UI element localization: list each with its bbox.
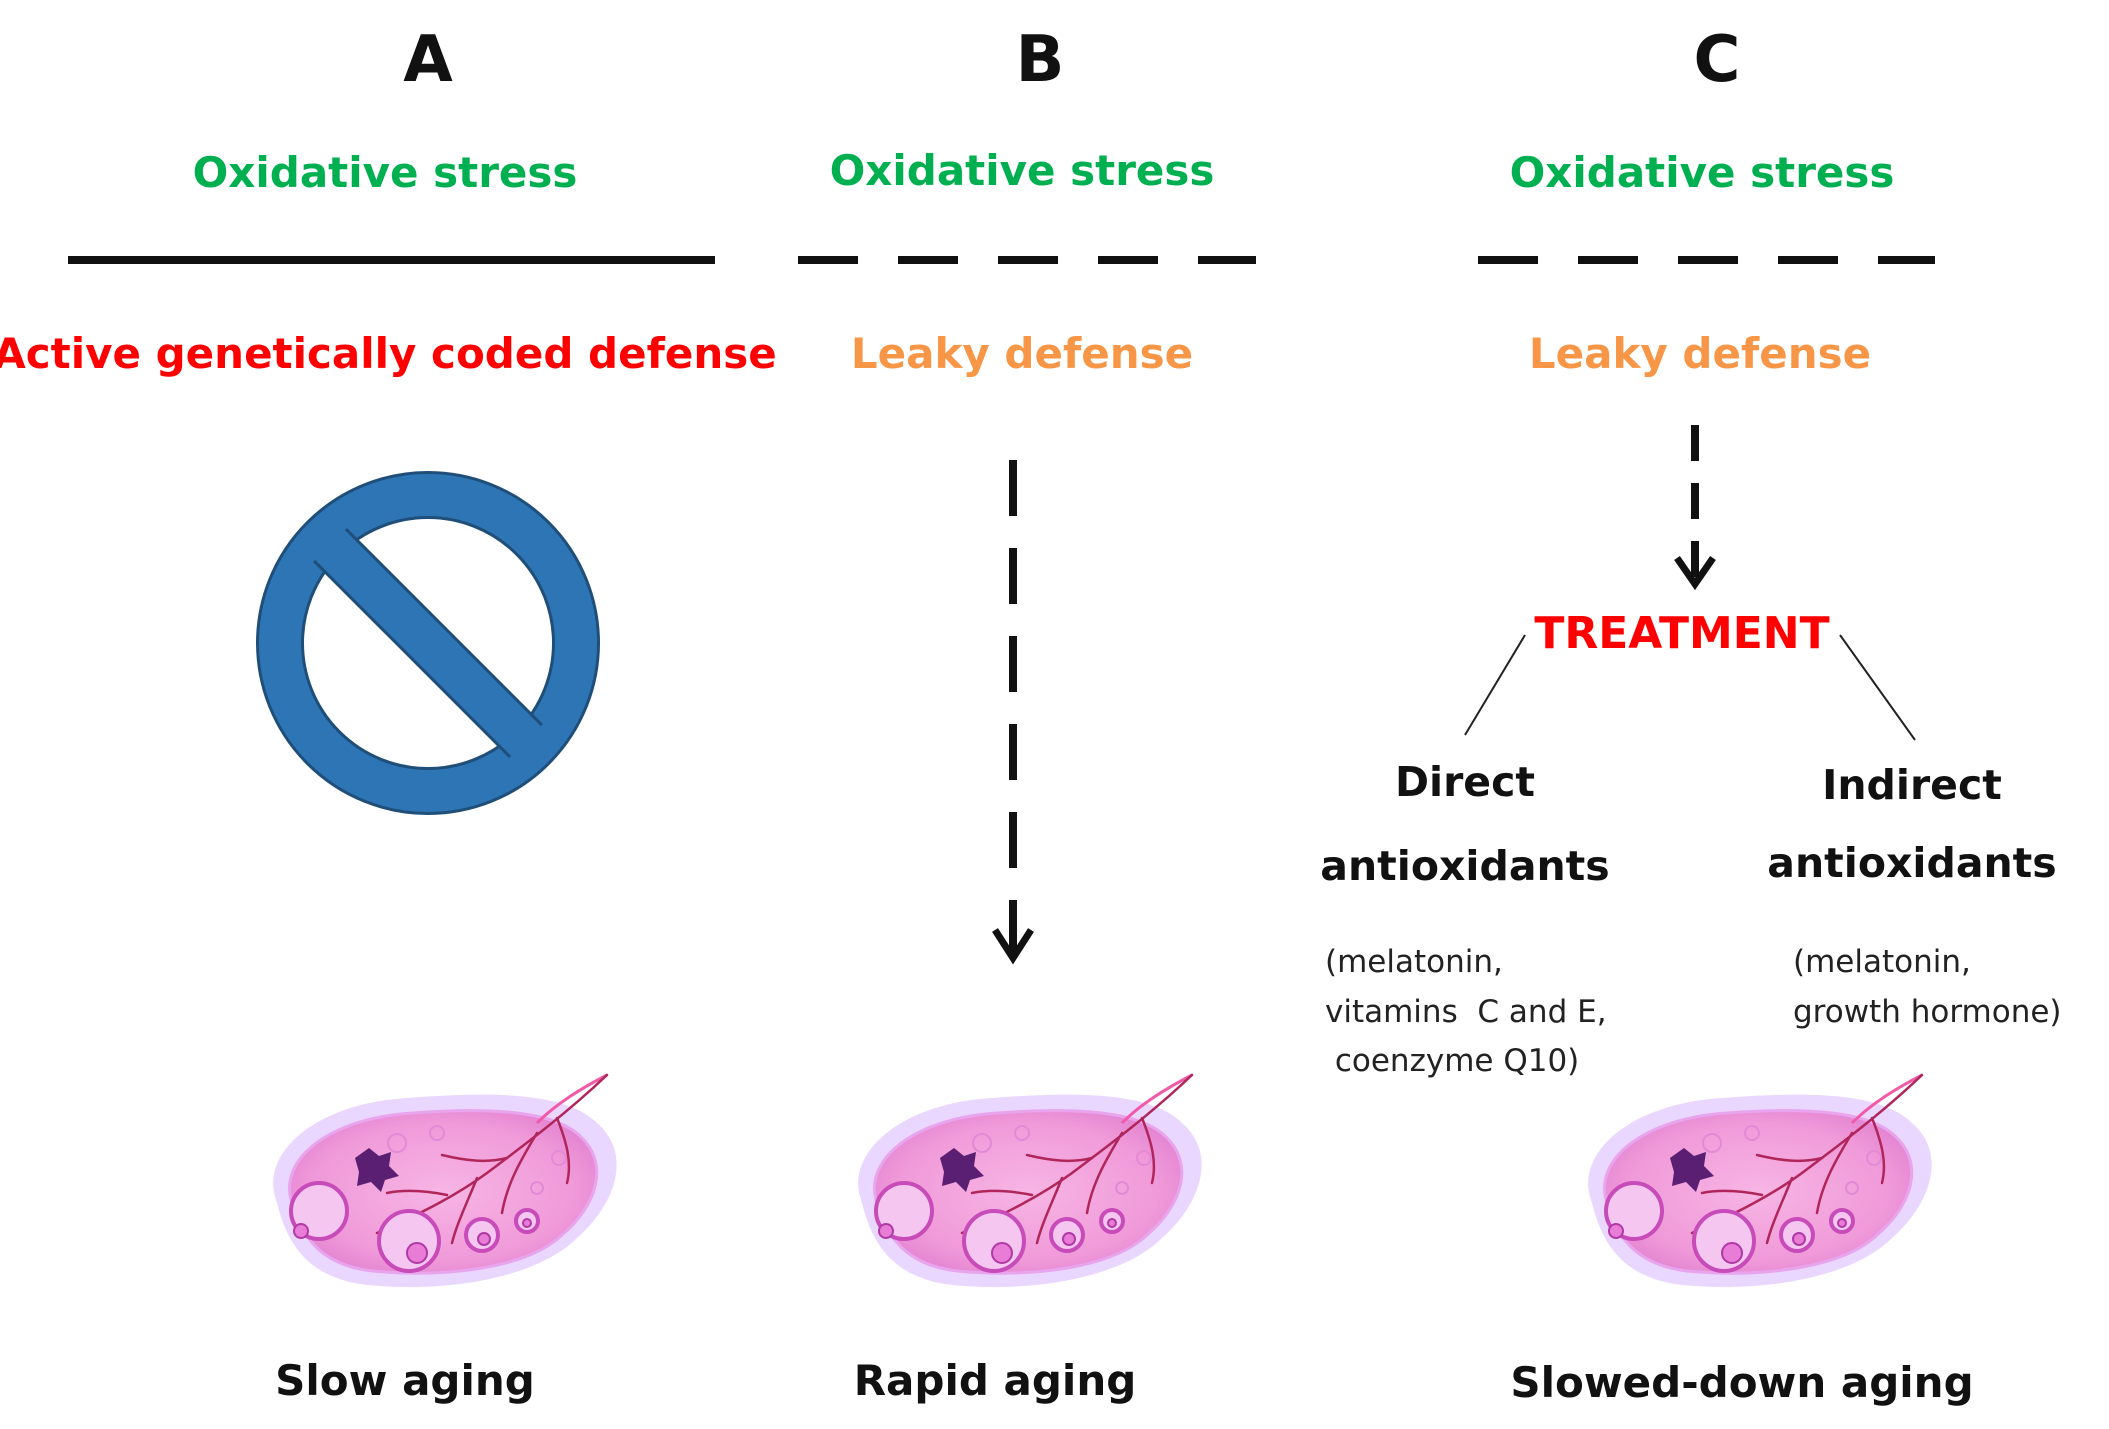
leaky-defense-label-b: Leaky defense	[850, 329, 1194, 378]
branch-line-direct	[1464, 634, 1526, 736]
panel-letter-c: C	[1693, 23, 1741, 97]
ovary-illustration-icon	[856, 1073, 1204, 1290]
panel-letter-b: B	[1015, 23, 1065, 97]
oxidative-stress-label-a: Oxidative stress	[192, 148, 578, 197]
panel-letter-a: A	[403, 23, 453, 97]
direct-antioxidants-examples: (melatonin, vitamins C and E, coenzyme Q…	[1325, 944, 1607, 1080]
oxidative-stress-label-b: Oxidative stress	[829, 146, 1215, 195]
treatment-label: TREATMENT	[1534, 608, 1830, 659]
oxidative-stress-label-c: Oxidative stress	[1509, 148, 1895, 197]
indirect-antioxidants-line1: Indirect	[1822, 761, 2002, 809]
outcome-slowed-down-aging: Slowed-down aging	[1510, 1358, 1974, 1407]
direct-antioxidants-line1: Direct	[1394, 758, 1536, 806]
dashed-arrow-c	[1674, 425, 1716, 591]
direct-antioxidants-line2: antioxidants	[1320, 842, 1610, 890]
outcome-rapid-aging: Rapid aging	[853, 1356, 1137, 1405]
ovary-illustration-icon	[271, 1073, 619, 1290]
branch-line-indirect	[1839, 634, 1916, 741]
indirect-antioxidants-examples: (melatonin, growth hormone)	[1793, 944, 2062, 1030]
prohibition-sign-icon	[256, 471, 600, 815]
ovary-illustration-icon	[1586, 1073, 1934, 1290]
dashed-arrow-b	[992, 460, 1034, 965]
outcome-slow-aging: Slow aging	[275, 1356, 535, 1405]
leaky-defense-label-c: Leaky defense	[1528, 329, 1872, 378]
indirect-antioxidants-line2: antioxidants	[1767, 839, 2057, 887]
active-defense-label: Active genetically coded defense	[0, 329, 777, 378]
